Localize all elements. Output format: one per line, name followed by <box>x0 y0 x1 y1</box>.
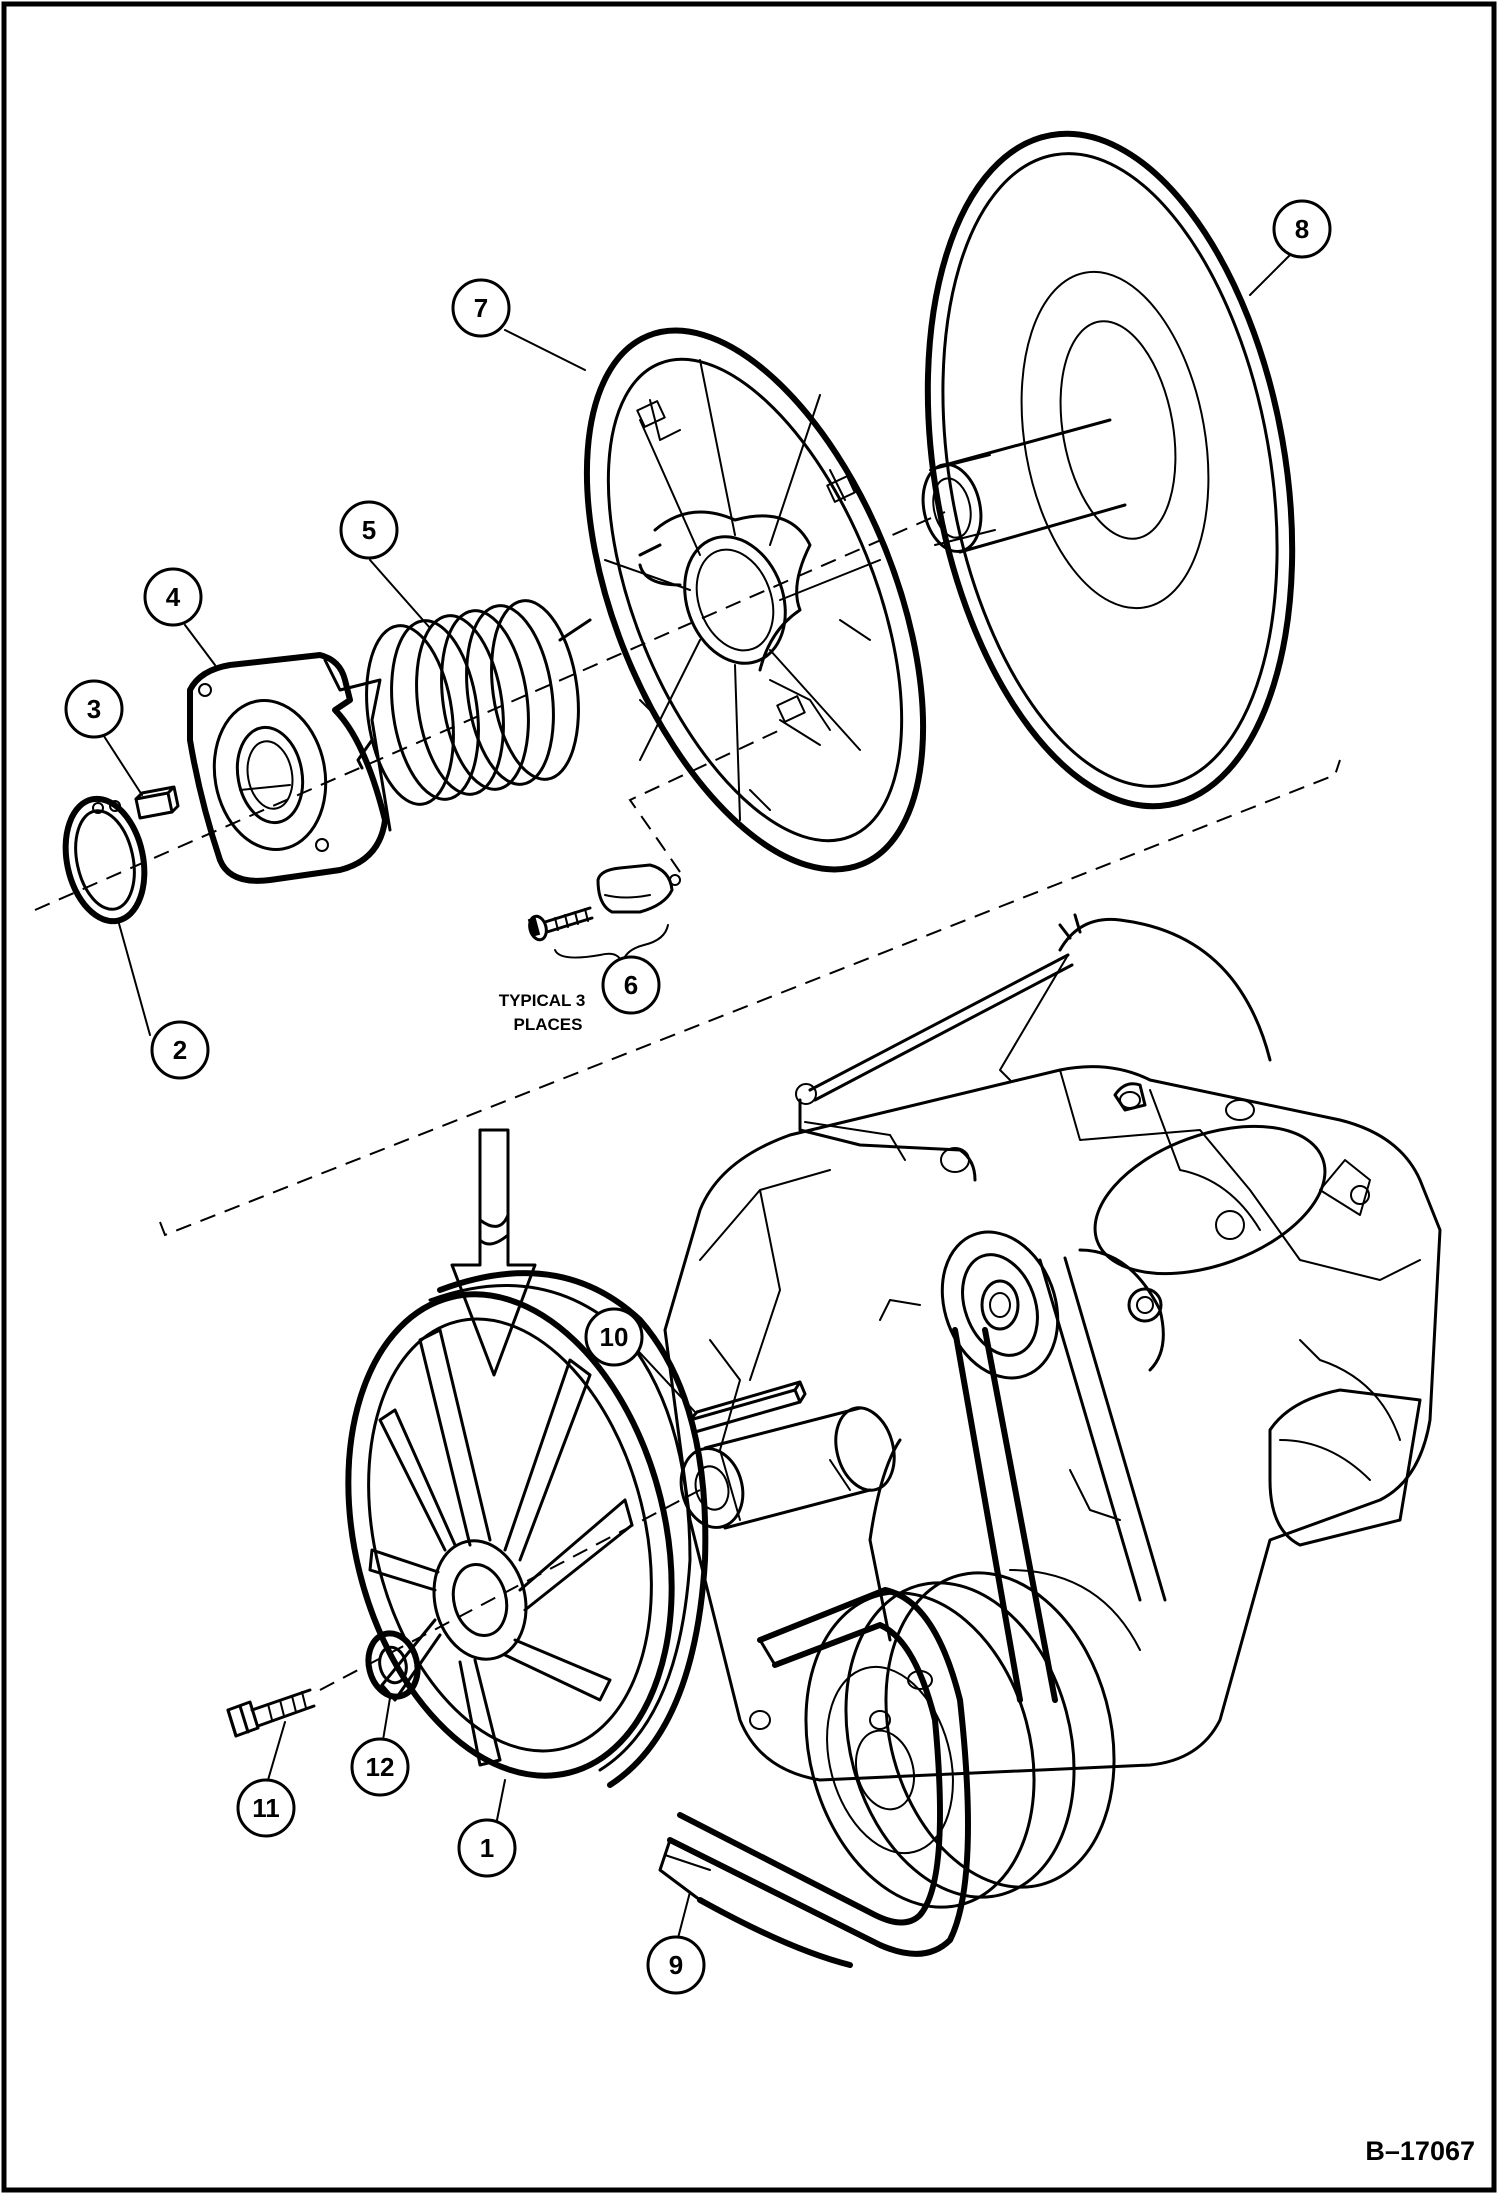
callout-11: 11 <box>236 1778 296 1838</box>
callout-12: 12 <box>350 1737 410 1797</box>
movable-sheave-part-7 <box>583 327 927 873</box>
lower-centerline <box>319 1489 701 1691</box>
drive-belt-part-9 <box>658 1587 971 1968</box>
leader-line-3 <box>99 729 143 796</box>
figure-number: B–17067 <box>1365 2136 1475 2166</box>
engine-pulley-drum <box>804 1569 1141 1909</box>
section-separator-line <box>159 759 1341 1237</box>
callout-6: 6 <box>601 955 661 1015</box>
typical-places-note-line1: TYPICAL 3 <box>499 991 586 1010</box>
typical-places-note-line2: PLACES <box>514 1015 583 1034</box>
leader-line-11 <box>267 1721 286 1781</box>
leader-line-12 <box>382 1697 391 1741</box>
leader-line-8 <box>1249 254 1291 296</box>
upper-centerline <box>34 511 946 911</box>
leader-line-2 <box>117 919 151 1036</box>
callout-10-label: 10 <box>600 1322 629 1352</box>
leader-line-5 <box>369 559 431 629</box>
callout-1: 1 <box>457 1818 517 1878</box>
callout-1-label: 1 <box>480 1833 494 1863</box>
accessory-belt <box>952 1256 1167 1703</box>
callout-6-label: 6 <box>624 970 638 1000</box>
weight-and-screw-part-6 <box>527 863 681 966</box>
transmission-pulley <box>879 1230 1165 1380</box>
key-part-3 <box>134 785 180 820</box>
callout-12-label: 12 <box>366 1752 395 1782</box>
cam-plate-part-4 <box>187 652 392 884</box>
stationary-sheave-part-8 <box>921 130 1296 810</box>
callout-9: 9 <box>646 1935 706 1995</box>
leader-line-9 <box>677 1891 691 1939</box>
callout-4: 4 <box>143 567 203 627</box>
callout-7: 7 <box>451 278 511 338</box>
washer-part-12 <box>365 1630 421 1700</box>
leader-line-1 <box>496 1779 506 1821</box>
callout-7-label: 7 <box>474 293 488 323</box>
part-6-leader-dashed <box>628 729 781 873</box>
callout-8: 8 <box>1272 199 1332 259</box>
leader-line-7 <box>504 329 586 371</box>
installation-arrow <box>450 1128 537 1377</box>
callout-9-label: 9 <box>669 1950 683 1980</box>
callout-11-label: 11 <box>252 1793 280 1823</box>
callout-8-label: 8 <box>1295 214 1309 244</box>
drive-clutch-part-1 <box>345 1270 709 1788</box>
callout-2-label: 2 <box>173 1035 187 1065</box>
callout-2: 2 <box>150 1020 210 1080</box>
callout-10: 10 <box>584 1307 644 1367</box>
leader-line-4 <box>184 624 216 666</box>
callout-5-label: 5 <box>362 515 376 545</box>
callout-4-label: 4 <box>166 582 181 612</box>
callout-3-label: 3 <box>87 694 101 724</box>
callout-3: 3 <box>64 679 124 739</box>
torsion-spring-part-5 <box>356 599 592 806</box>
callout-5: 5 <box>339 500 399 560</box>
bolt-part-11 <box>226 1688 316 1738</box>
